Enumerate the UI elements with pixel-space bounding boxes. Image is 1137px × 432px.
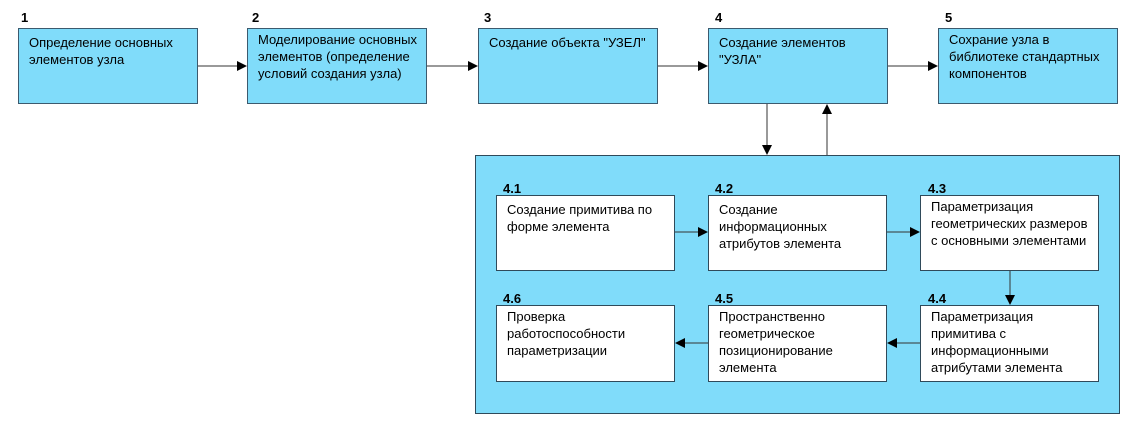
- step-3-box: Создание объекта "УЗЕЛ": [478, 28, 658, 104]
- substep-4-5-box: Пространственно геометрическое позициони…: [708, 305, 887, 382]
- step-3-number: 3: [484, 10, 492, 25]
- substep-4-3-number: 4.3: [928, 181, 947, 196]
- substep-4-6-text: Проверка работоспособности параметризаци…: [507, 309, 626, 358]
- substep-4-6-box: Проверка работоспособности параметризаци…: [496, 305, 675, 382]
- substep-4-1-text: Создание примитива по форме элемента: [507, 202, 653, 234]
- step-5-box: Сохрание узла в библиотеке стандартных к…: [938, 28, 1118, 104]
- substep-4-6-number: 4.6: [503, 291, 522, 306]
- substep-4-4-box: Параметризация примитива с информационны…: [920, 305, 1099, 382]
- step-5-text: Сохрание узла в библиотеке стандартных к…: [949, 32, 1100, 81]
- step-2-text: Моделирование основных элементов (опреде…: [258, 32, 417, 81]
- substep-4-1-box: Создание примитива по форме элемента: [496, 195, 675, 271]
- step-3-text: Создание объекта "УЗЕЛ": [489, 35, 646, 50]
- substep-4-2-box: Создание информационных атрибутов элемен…: [708, 195, 887, 271]
- step-2-box: Моделирование основных элементов (опреде…: [247, 28, 427, 104]
- step-4-number: 4: [715, 10, 723, 25]
- step-4-box: Создание элементов "УЗЛА": [708, 28, 888, 104]
- step-5-number: 5: [945, 10, 953, 25]
- substep-4-2-text: Создание информационных атрибутов элемен…: [719, 202, 842, 251]
- substep-4-1-number: 4.1: [503, 181, 522, 196]
- substep-4-2-number: 4.2: [715, 181, 734, 196]
- step-1-number: 1: [21, 10, 29, 25]
- step-1-text: Определение основных элементов узла: [29, 35, 173, 67]
- substep-4-3-box: Параметризация геометрических размеров с…: [920, 195, 1099, 271]
- substep-4-3-text: Параметризация геометрических размеров с…: [931, 199, 1088, 248]
- substep-4-4-number: 4.4: [928, 291, 947, 306]
- substep-4-5-number: 4.5: [715, 291, 734, 306]
- substep-4-4-text: Параметризация примитива с информационны…: [931, 309, 1063, 375]
- step-4-text: Создание элементов "УЗЛА": [719, 35, 846, 67]
- step-1-box: Определение основных элементов узла: [18, 28, 198, 104]
- substep-4-5-text: Пространственно геометрическое позициони…: [719, 309, 833, 375]
- step-2-number: 2: [252, 10, 260, 25]
